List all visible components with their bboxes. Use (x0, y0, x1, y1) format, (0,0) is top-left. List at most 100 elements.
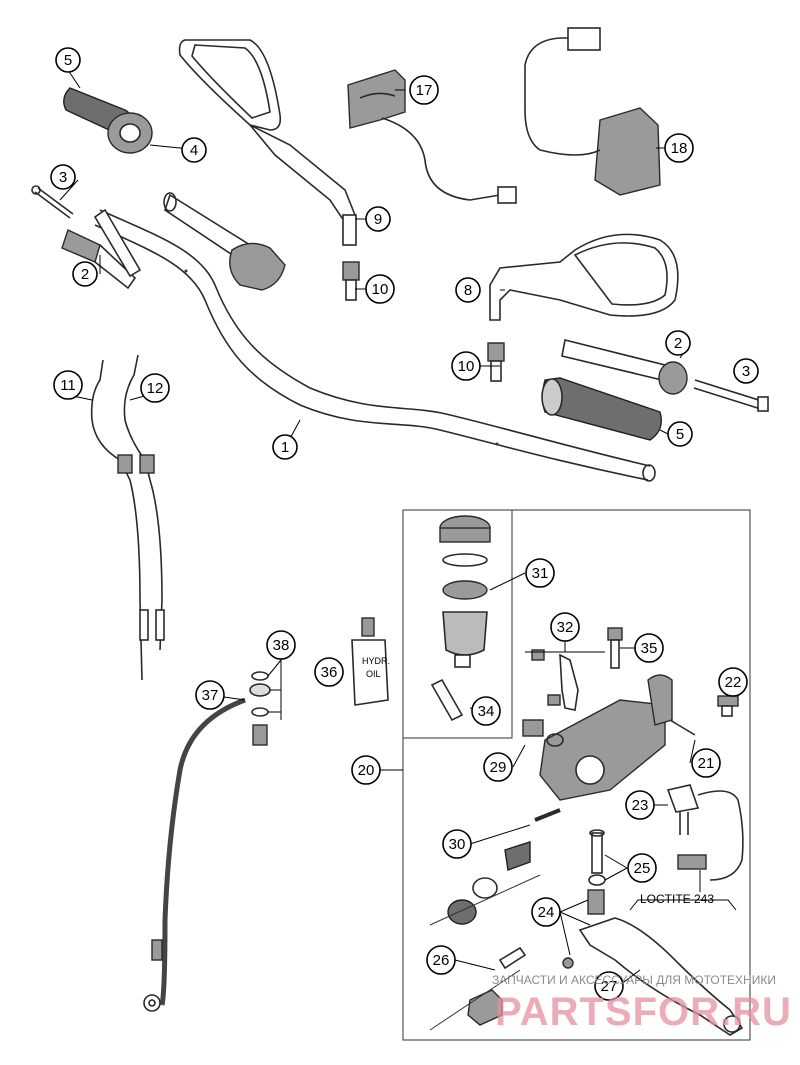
svg-text:22: 22 (725, 674, 742, 691)
callout-3-left: 3 (50, 164, 76, 190)
callout-4-throttle-tube: 4 (181, 137, 207, 163)
master-cylinder-piston-kit (429, 808, 561, 926)
callouts: 5 4 3 2 17 18 9 10 8 2 3 10 5 11 12 1 31… (50, 47, 759, 1001)
callout-26-adjuster: 26 (426, 945, 456, 975)
svg-text:26: 26 (433, 952, 450, 969)
callout-10-adapter-left: 10 (365, 274, 395, 304)
svg-text:32: 32 (557, 619, 574, 636)
svg-text:23: 23 (632, 797, 649, 814)
svg-text:37: 37 (202, 687, 219, 704)
callout-36-oil: 36 (314, 657, 344, 687)
mirror-left (178, 39, 357, 246)
master-cylinder-frame (402, 509, 751, 1041)
svg-text:35: 35 (641, 640, 658, 657)
callout-38-washers: 38 (266, 630, 296, 660)
mirror-adapter-left (342, 261, 360, 301)
oil-label-line1: HYDR. (362, 656, 390, 666)
callout-24-bushing: 24 (531, 897, 561, 927)
callout-20-master-cylinder: 20 (351, 755, 381, 785)
master-cylinder-body (539, 674, 696, 801)
svg-text:36: 36 (321, 664, 338, 681)
callout-35-bolt: 35 (634, 633, 664, 663)
callout-23-switch: 23 (625, 790, 655, 820)
mirror-clamp-bracket (531, 649, 579, 711)
watermark: ЗАПЧАСТИ И АКСЕССУАРЫ ДЛЯ МОТОТЕХНИКИ PA… (492, 973, 792, 1034)
callout-29-fitting: 29 (483, 752, 513, 782)
svg-text:8: 8 (464, 282, 472, 299)
callout-11-cable: 11 (53, 370, 83, 400)
svg-text:20: 20 (358, 762, 375, 779)
right-grip (541, 377, 662, 441)
mirror-adapter-right (487, 342, 505, 382)
svg-text:27: 27 (601, 978, 618, 995)
loctite-note: LOCTITE 243 (629, 892, 737, 911)
callout-1-handlebar: 1 (272, 434, 298, 460)
throttle-cables (90, 354, 165, 681)
svg-text:10: 10 (372, 281, 389, 298)
callout-27-lever: 27 (594, 971, 624, 1001)
svg-text:12: 12 (147, 380, 164, 397)
bar-end-left (61, 208, 142, 290)
callout-18-switch: 18 (664, 133, 694, 163)
callout-2-left: 2 (72, 261, 98, 287)
svg-text:3: 3 (59, 169, 67, 186)
svg-text:31: 31 (532, 565, 549, 582)
callout-2-right: 2 (665, 330, 691, 356)
svg-text:2: 2 (674, 335, 682, 352)
callout-32-bracket: 32 (550, 612, 580, 642)
svg-text:3: 3 (742, 363, 750, 380)
handlebar (94, 209, 656, 482)
callout-21-clamp: 21 (691, 748, 721, 778)
lever-adjuster (429, 946, 527, 1031)
callout-22-bolt: 22 (718, 667, 748, 697)
svg-text:5: 5 (676, 426, 684, 443)
callout-31-reservoir: 31 (525, 558, 555, 588)
svg-text:38: 38 (273, 637, 290, 654)
svg-text:18: 18 (671, 140, 688, 157)
lever-pivot-bolt (588, 829, 606, 886)
light-switch (524, 27, 661, 196)
bar-end-right (561, 339, 688, 395)
callout-10-adapter-right: 10 (451, 351, 481, 381)
svg-text:10: 10 (458, 358, 475, 375)
watermark-tagline: ЗАПЧАСТИ И АКСЕССУАРЫ ДЛЯ МОТОТЕХНИКИ (492, 973, 776, 987)
svg-text:11: 11 (60, 377, 76, 394)
brake-fluid-reservoir (430, 515, 491, 722)
svg-text:21: 21 (698, 755, 715, 772)
kill-switch (347, 69, 517, 204)
svg-text:9: 9 (374, 211, 382, 228)
callout-25-pivot: 25 (627, 853, 657, 883)
svg-text:2: 2 (81, 266, 89, 283)
brake-lever (562, 889, 744, 1036)
svg-text:5: 5 (64, 52, 72, 69)
callout-34-seals: 34 (471, 696, 501, 726)
bar-end-bolt-left (31, 185, 74, 219)
fasteners (522, 627, 739, 747)
callout-3-right: 3 (733, 358, 759, 384)
callout-30-piston: 30 (442, 829, 472, 859)
callout-12-cable: 12 (140, 373, 170, 403)
svg-text:1: 1 (281, 439, 289, 456)
brake-hose (143, 697, 246, 1012)
callout-5-right-grip: 5 (667, 421, 693, 447)
svg-text:LOCTITE 243: LOCTITE 243 (640, 892, 714, 906)
hydraulic-oil-bottle: HYDR. OIL (351, 617, 390, 706)
brake-light-switch (666, 784, 744, 881)
svg-text:34: 34 (478, 703, 495, 720)
callout-17-switch: 17 (409, 75, 439, 105)
throttle-grip-tube (163, 192, 286, 291)
callout-5-left-grip: 5 (55, 47, 81, 73)
watermark-logo: PARTSFOR.RU (495, 990, 792, 1034)
svg-text:29: 29 (490, 759, 507, 776)
left-grip (63, 87, 153, 154)
svg-text:25: 25 (634, 860, 651, 877)
callout-9-mirror-left: 9 (365, 206, 391, 232)
svg-text:4: 4 (190, 142, 198, 159)
oil-label-line2: OIL (366, 669, 381, 679)
banjo-bolt-washers (249, 671, 271, 746)
callout-37-hose: 37 (195, 680, 225, 710)
bar-end-bolt-right (693, 379, 769, 412)
svg-text:17: 17 (416, 82, 433, 99)
callout-8-mirror-right: 8 (455, 277, 481, 303)
